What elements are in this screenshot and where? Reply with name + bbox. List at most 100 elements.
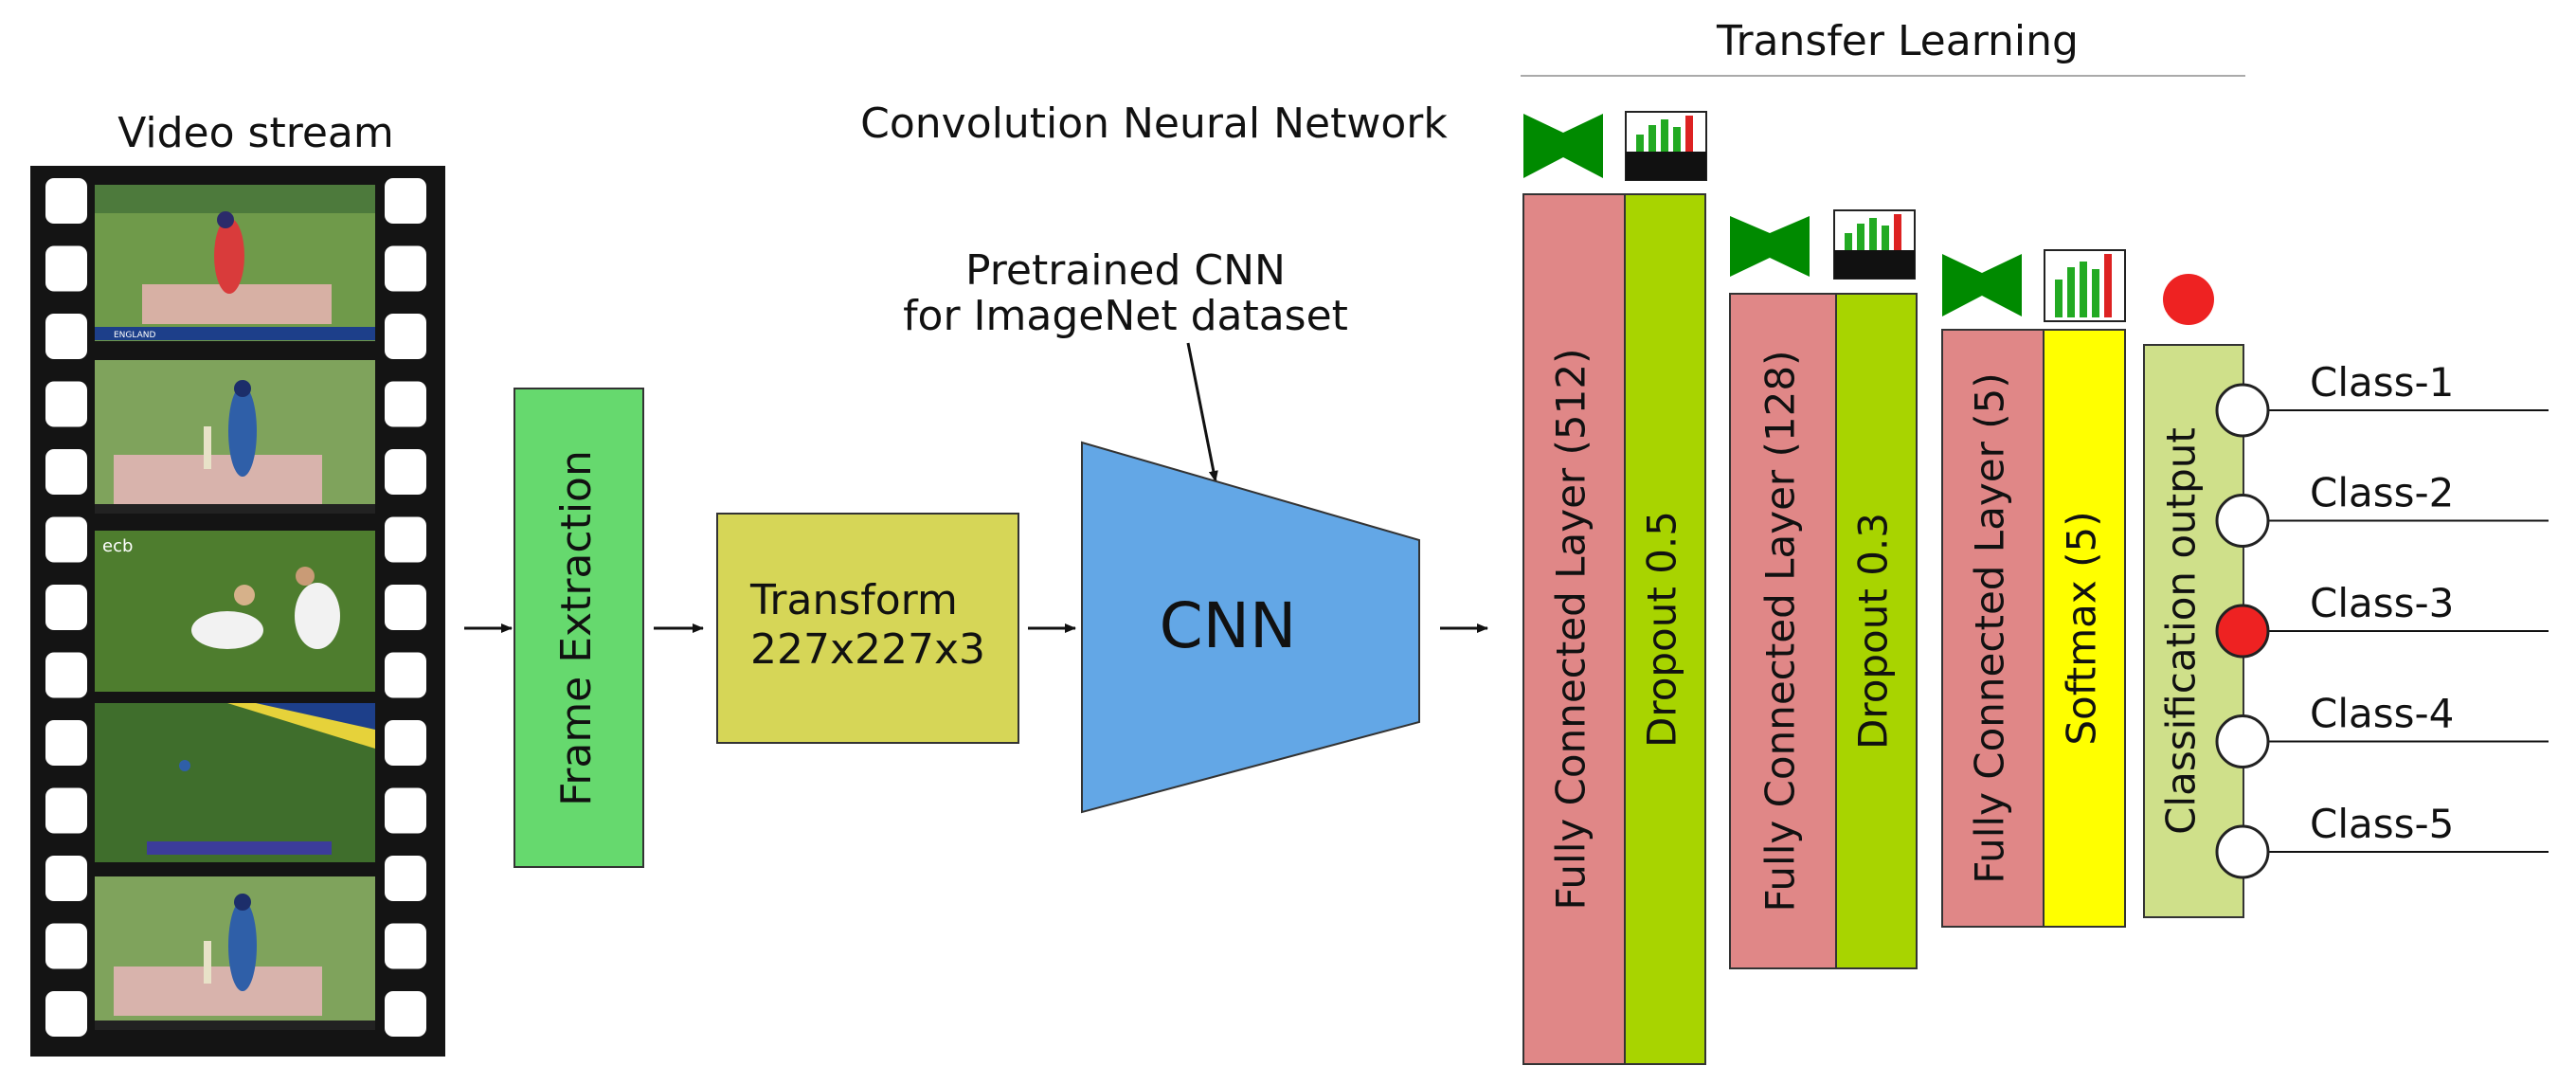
frame-3-overlay-text: ecb <box>102 536 133 556</box>
frame-1-pitch <box>142 284 332 324</box>
sprocket-hole-right <box>385 314 426 359</box>
transform-label-line1: Transform <box>749 576 958 624</box>
frame-1-batsman <box>214 218 244 294</box>
dropout-05-label: Dropout 0.5 <box>1639 511 1685 748</box>
transform-box <box>716 513 1019 744</box>
frame-4-boundary-ads <box>256 703 375 730</box>
pretrained-cnn-label-line2: for ImageNet dataset <box>903 292 1348 340</box>
fully-connected-512-label: Fully Connected Layer (512) <box>1548 349 1594 911</box>
class-label-4: Class-4 <box>2310 691 2454 737</box>
sprocket-hole-right <box>385 585 426 630</box>
sprocket-hole-left <box>45 381 87 427</box>
frame-1-crowd <box>95 185 375 213</box>
sprocket-hole-left <box>45 449 87 495</box>
video-frame-5 <box>95 876 375 1030</box>
frame-1-helmet <box>217 211 234 228</box>
class-label-3: Class-3 <box>2310 580 2454 626</box>
frame-extraction-box <box>513 388 644 868</box>
sprocket-hole-right <box>385 856 426 901</box>
classification-output-label: Classification output <box>2158 427 2205 835</box>
sprocket-hole-left <box>45 652 87 698</box>
sprocket-hole-right <box>385 516 426 563</box>
fully-connected-512-box <box>1522 193 1626 1065</box>
frame-1-scorebar <box>95 327 375 340</box>
film-strip: ENGLAND ecb <box>30 166 445 1057</box>
frame-2-helmet <box>234 380 251 397</box>
class-label-2: Class-2 <box>2310 470 2454 516</box>
class-label-1: Class-1 <box>2310 359 2454 406</box>
sprocket-hole-left <box>45 991 87 1037</box>
frame-5-pitch <box>114 967 322 1016</box>
frame-3-fielder-1-head <box>234 585 255 605</box>
cnn-header: Convolution Neural Network <box>860 99 1448 148</box>
sprocket-hole-right <box>385 245 426 292</box>
fully-connected-5-label: Fully Connected Layer (5) <box>1967 372 2013 883</box>
softmax-box <box>2043 329 2126 928</box>
sprocket-hole-right <box>385 787 426 834</box>
red-dot-indicator <box>2163 274 2214 325</box>
frame-2-stumps <box>204 426 211 469</box>
sprocket-hole-left <box>45 787 87 834</box>
frame-5-stumps <box>204 941 211 984</box>
sprocket-hole-right <box>385 720 426 766</box>
bar-chart-icon <box>1833 209 1916 280</box>
frame-5-batsman <box>228 900 257 991</box>
sprocket-hole-right <box>385 178 426 224</box>
frame-4-scorebar <box>147 841 332 855</box>
class-node <box>2215 383 2270 438</box>
dropout-03-box <box>1835 293 1918 969</box>
frame-2-batsman <box>228 386 257 477</box>
frame-3-fielder-2 <box>295 583 340 649</box>
sprocket-hole-right <box>385 923 426 969</box>
video-frame-3: ecb <box>95 531 375 692</box>
frame-2-pitch <box>114 455 322 504</box>
bowtie-icon <box>1942 254 2022 316</box>
transform-label-line2: 227x227x3 <box>750 625 985 674</box>
video-stream-title: Video stream <box>117 109 393 157</box>
sprocket-hole-left <box>45 314 87 359</box>
sprocket-hole-right <box>385 991 426 1037</box>
fully-connected-128-box <box>1729 293 1837 969</box>
bowtie-icon <box>1523 114 1603 178</box>
bar-chart-icon <box>1625 111 1707 181</box>
sprocket-hole-right <box>385 652 426 698</box>
sprocket-hole-right <box>385 381 426 427</box>
video-frame-4 <box>95 703 375 862</box>
cnn-label: CNN <box>1160 589 1297 662</box>
cnn-trapezoid <box>1081 441 1420 814</box>
class-node <box>2215 714 2270 768</box>
softmax-label: Softmax (5) <box>2059 511 2105 745</box>
fully-connected-128-label: Fully Connected Layer (128) <box>1757 351 1804 912</box>
sprocket-hole-left <box>45 585 87 630</box>
frame-5-scorebar <box>95 1021 375 1030</box>
class-label-5: Class-5 <box>2310 801 2454 847</box>
fully-connected-5-box <box>1941 329 2045 928</box>
frame-2-scorebar <box>95 504 375 514</box>
frame-3-fielder-2-head <box>296 567 315 586</box>
class-node <box>2215 824 2270 879</box>
frame-extraction-label: Frame Extraction <box>552 450 601 806</box>
dropout-05-box <box>1624 193 1706 1065</box>
class-node <box>2215 494 2270 548</box>
sprocket-hole-left <box>45 856 87 901</box>
frame-4-fielder <box>179 760 190 771</box>
pretrained-cnn-label-line1: Pretrained CNN <box>965 246 1286 295</box>
sprocket-hole-right <box>385 449 426 495</box>
video-frame-2 <box>95 360 375 514</box>
sprocket-hole-left <box>45 178 87 224</box>
sprocket-hole-left <box>45 720 87 766</box>
transfer-learning-title: Transfer Learning <box>1716 17 2079 65</box>
sprocket-hole-left <box>45 245 87 292</box>
frame-5-helmet <box>234 894 251 911</box>
film-sprockets <box>45 178 426 1037</box>
sprocket-hole-left <box>45 516 87 563</box>
frame-1-overlay-text: ENGLAND <box>114 331 156 340</box>
class-node-active <box>2215 604 2270 659</box>
sprocket-hole-left <box>45 923 87 969</box>
video-frame-1: ENGLAND <box>95 185 375 341</box>
bowtie-icon <box>1730 216 1810 277</box>
dropout-03-label: Dropout 0.3 <box>1850 513 1897 750</box>
pretrained-pointer-arrow <box>1186 342 1218 482</box>
